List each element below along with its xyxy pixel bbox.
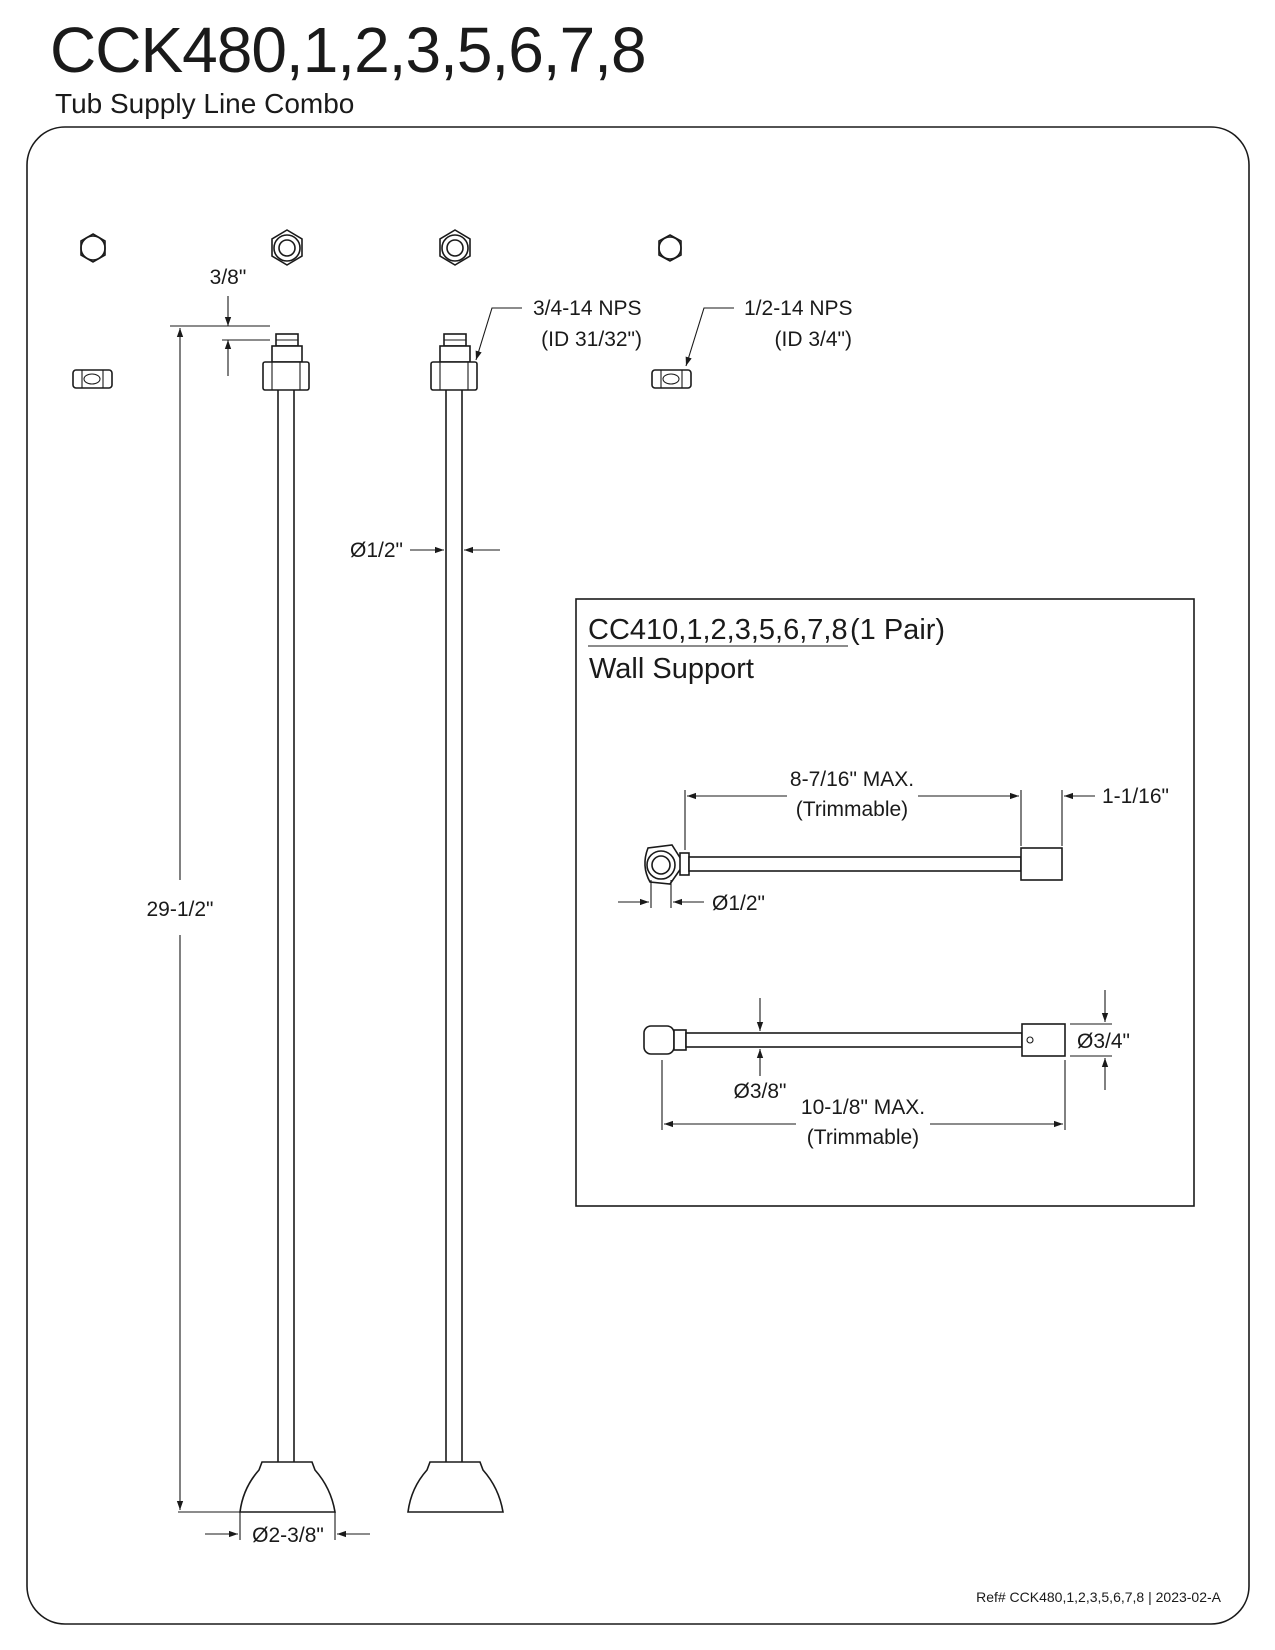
dim-bottom-trim: (Trimmable) <box>807 1126 919 1149</box>
wall-support-top-view <box>644 844 1063 885</box>
page-subtitle: Tub Supply Line Combo <box>55 88 355 119</box>
nps-12-line2: (ID 3/4") <box>775 328 852 351</box>
dim-bottom-max: 10-1/8" MAX. <box>801 1096 925 1119</box>
dim-pipe-dia-label: Ø1/2" <box>350 539 403 562</box>
nps-12-line1: 1/2-14 NPS <box>744 297 853 320</box>
wall-support-code: CC410,1,2,3,5,6,7,8 <box>588 614 848 646</box>
nut-side-view-2 <box>651 369 692 389</box>
nut-top-view-2 <box>271 229 303 266</box>
dim-top-trim: (Trimmable) <box>796 798 908 821</box>
dim-base-dia-label: Ø2-3/8" <box>252 1524 324 1547</box>
reference-number: Ref# CCK480,1,2,3,5,6,7,8 | 2023-02-A <box>976 1589 1222 1605</box>
wall-support-name: Wall Support <box>589 653 754 685</box>
nut-top-view-4 <box>658 234 682 262</box>
dim-3-8-label: 3/8" <box>210 266 247 289</box>
nut-top-view-3 <box>439 229 471 266</box>
dim-top-max: 8-7/16" MAX. <box>790 768 914 791</box>
nut-top-view-1 <box>80 233 106 263</box>
dim-pipe-diameter: Ø1/2" <box>350 539 500 562</box>
supply-line-left <box>239 333 336 1513</box>
dim-3-8: 3/8" <box>170 266 270 376</box>
drawing-frame <box>26 126 1250 1625</box>
page-title: CCK480,1,2,3,5,6,7,8 <box>50 14 647 86</box>
callout-nps-3-4: 3/4-14 NPS (ID 31/32") <box>475 297 642 361</box>
dim-rod-dia: Ø3/8" <box>734 1080 787 1103</box>
dim-base-diameter: Ø2-3/8" <box>205 1512 370 1547</box>
wall-support-qty: (1 Pair) <box>850 614 945 646</box>
dim-block-dia: Ø3/4" <box>1077 1030 1130 1053</box>
nut-side-view-1 <box>72 369 113 389</box>
dim-length-label: 29-1/2" <box>147 898 214 921</box>
dim-end-length: 1-1/16" <box>1102 785 1169 808</box>
dim-ring-dia: Ø1/2" <box>712 892 765 915</box>
nps-34-line1: 3/4-14 NPS <box>533 297 642 320</box>
callout-nps-1-2: 1/2-14 NPS (ID 3/4") <box>685 297 853 367</box>
dim-overall-length: 29-1/2" <box>147 328 240 1513</box>
supply-line-right <box>407 333 504 1513</box>
wall-support-panel: CC410,1,2,3,5,6,7,8 (1 Pair) Wall Suppor… <box>575 598 1195 1207</box>
wall-support-side-view <box>643 1023 1066 1057</box>
nps-34-line2: (ID 31/32") <box>541 328 642 351</box>
